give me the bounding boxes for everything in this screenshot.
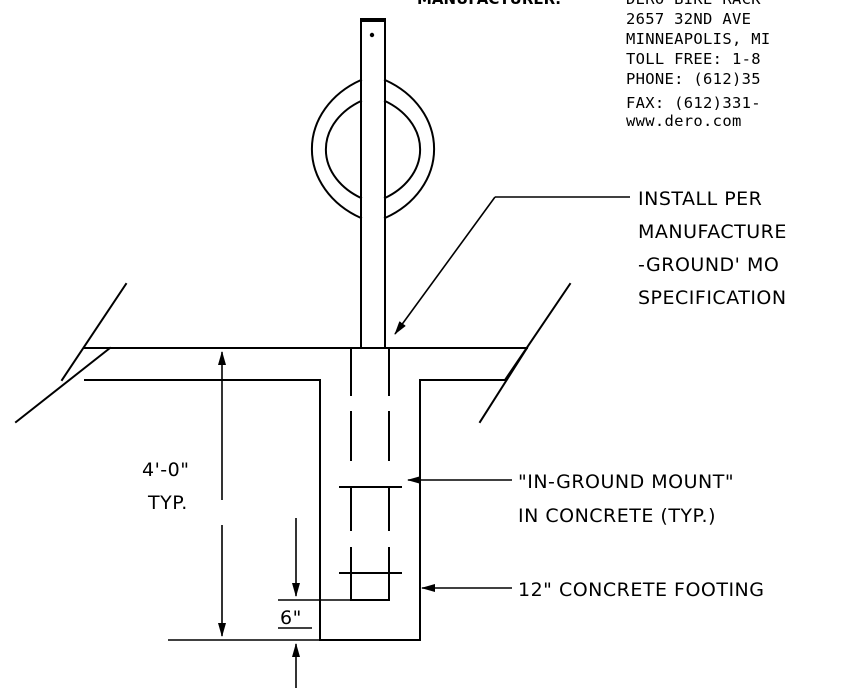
clearance-dimension xyxy=(278,518,351,688)
mount-note: "IN-GROUND MOUNT" IN CONCRETE (TYP.) xyxy=(518,471,734,527)
install-note: INSTALL PER MANUFACTURE -GROUND' MO SPEC… xyxy=(638,188,787,309)
mount-note-line: "IN-GROUND MOUNT" xyxy=(518,471,734,493)
manufacturer-line: PHONE: (612)35 xyxy=(626,70,761,88)
depth-dimension xyxy=(168,347,320,641)
rack-post xyxy=(360,18,386,349)
ground-surface xyxy=(14,282,572,424)
clearance-dimension-value: 6" xyxy=(280,607,302,629)
manufacturer-line: www.dero.com xyxy=(626,112,742,130)
manufacturer-line: DERO BIKE RACK xyxy=(626,0,761,8)
manufacturer-block: MANUFACTURER: DERO BIKE RACK 2657 32ND A… xyxy=(417,0,770,130)
manufacturer-heading: MANUFACTURER: xyxy=(417,0,561,8)
install-note-line: SPECIFICATION xyxy=(638,287,787,309)
concrete-footing xyxy=(319,379,421,641)
manufacturer-line: MINNEAPOLIS, MI xyxy=(626,30,770,48)
manufacturer-line: TOLL FREE: 1-8 xyxy=(626,50,761,68)
install-note-line: -GROUND' MO xyxy=(638,254,779,276)
footing-note: 12" CONCRETE FOOTING xyxy=(518,579,765,601)
post-bolt-hole xyxy=(369,32,375,38)
manufacturer-line: FAX: (612)331- xyxy=(626,94,761,112)
depth-dimension-note: TYP. xyxy=(147,492,188,514)
install-note-leader xyxy=(394,196,630,335)
install-note-line: INSTALL PER xyxy=(638,188,762,210)
mount-note-line: IN CONCRETE (TYP.) xyxy=(518,505,716,527)
install-note-line: MANUFACTURE xyxy=(638,221,787,243)
manufacturer-line: 2657 32ND AVE xyxy=(626,10,751,28)
in-ground-mount-hidden xyxy=(339,347,402,601)
rack-ring xyxy=(310,78,436,220)
depth-dimension-value: 4'-0" xyxy=(142,459,190,481)
